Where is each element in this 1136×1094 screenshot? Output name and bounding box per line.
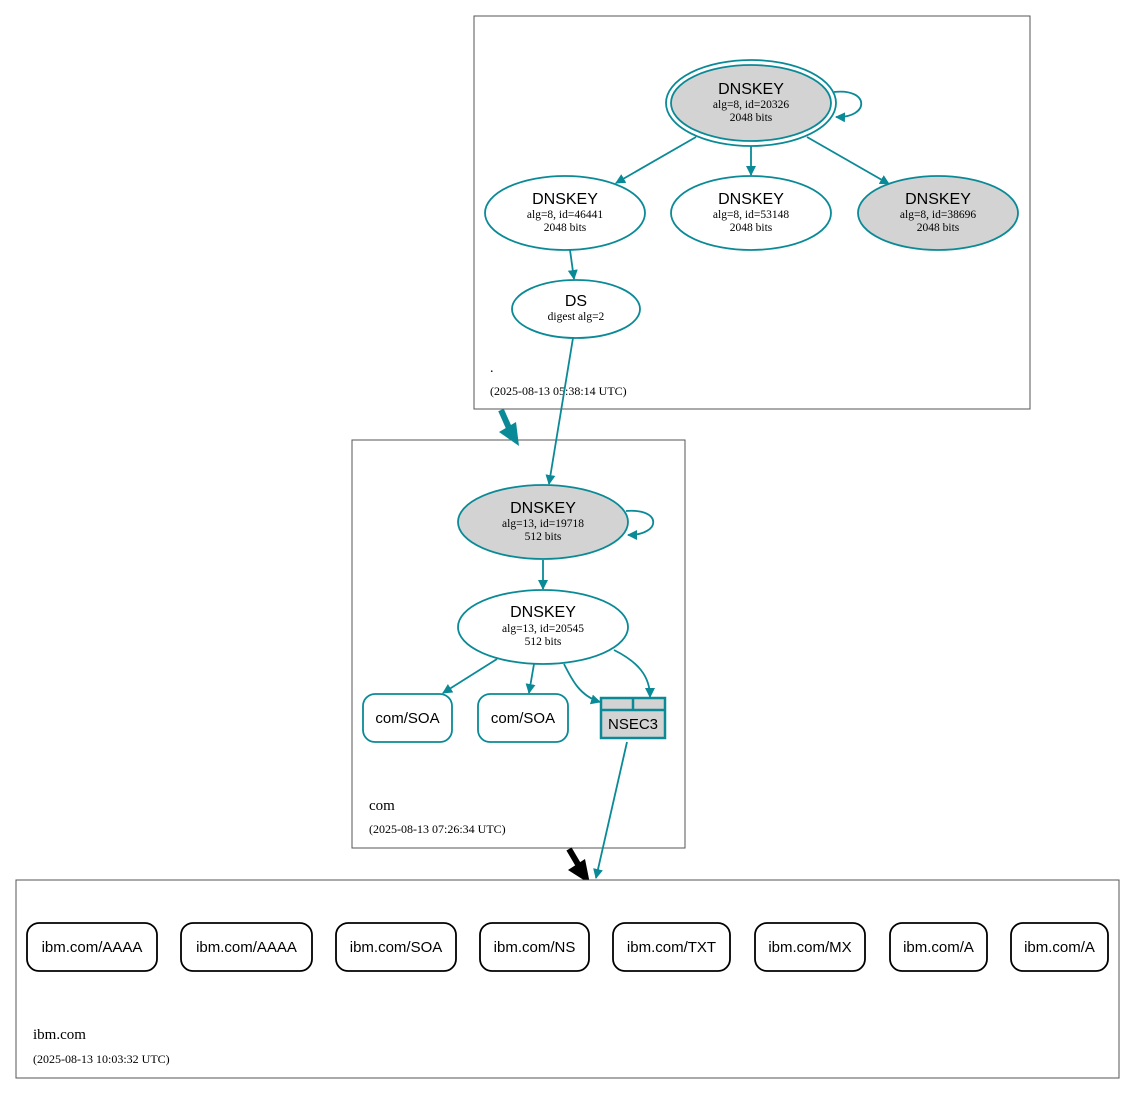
node-com-ksk[interactable]: DNSKEY alg=13, id=19718 512 bits [457, 484, 629, 560]
record-label: ibm.com/NS [494, 939, 576, 956]
self-signature-edge [833, 90, 863, 123]
record-ibm-aaaa-1[interactable]: ibm.com/AAAA [26, 922, 158, 972]
node-detail: 512 bits [525, 636, 562, 648]
node-title: DNSKEY [718, 81, 784, 98]
zone-root-name: . [490, 361, 494, 376]
signature-edge [442, 658, 498, 694]
signature-edge [615, 136, 697, 184]
zone-ibm-name: ibm.com [33, 1027, 86, 1043]
record-ibm-aaaa-2[interactable]: ibm.com/AAAA [180, 922, 313, 972]
self-signature-edge [625, 510, 655, 540]
zone-com-timestamp: (2025-08-13 07:26:34 UTC) [369, 822, 506, 836]
node-nsec3[interactable]: NSEC3 [599, 696, 667, 740]
delegation-arrow-com-ibm [566, 847, 590, 884]
zone-root-timestamp: (2025-08-13 05:38:14 UTC) [490, 384, 627, 398]
node-detail: 2048 bits [730, 222, 773, 234]
record-ibm-mx[interactable]: ibm.com/MX [754, 922, 866, 972]
node-detail: alg=8, id=20326 [713, 99, 789, 111]
node-com-zsk[interactable]: DNSKEY alg=13, id=20545 512 bits [457, 589, 629, 665]
ds-edge [545, 337, 574, 485]
record-label: ibm.com/AAAA [196, 939, 297, 956]
record-ibm-ns[interactable]: ibm.com/NS [479, 922, 590, 972]
node-detail: 512 bits [525, 531, 562, 543]
record-ibm-txt[interactable]: ibm.com/TXT [612, 922, 731, 972]
zone-com-name: com [369, 798, 395, 814]
signature-edge [563, 663, 601, 705]
node-com-soa-2[interactable]: com/SOA [477, 693, 569, 743]
node-title: DNSKEY [510, 500, 576, 517]
record-label: ibm.com/A [903, 939, 974, 956]
record-label: ibm.com/TXT [627, 939, 716, 956]
node-root-ksk[interactable]: DNSKEY alg=8, id=20326 2048 bits [665, 59, 837, 147]
record-label: ibm.com/A [1024, 939, 1095, 956]
signature-edge [806, 136, 890, 185]
record-label: ibm.com/SOA [350, 939, 443, 956]
node-detail: digest alg=2 [548, 311, 605, 323]
node-detail: alg=13, id=20545 [502, 623, 584, 635]
node-title: DNSKEY [510, 604, 576, 621]
zone-ibm-box [15, 879, 1120, 1079]
node-detail: alg=8, id=38696 [900, 209, 976, 221]
record-label: ibm.com/AAAA [42, 939, 143, 956]
node-title: DNSKEY [905, 191, 971, 208]
node-detail: 2048 bits [544, 222, 587, 234]
node-root-zsk-53148[interactable]: DNSKEY alg=8, id=53148 2048 bits [670, 175, 832, 251]
record-ibm-a-2[interactable]: ibm.com/A [1010, 922, 1109, 972]
node-title: DNSKEY [718, 191, 784, 208]
zone-ibm: ibm.com (2025-08-13 10:03:32 UTC) [15, 879, 1120, 1079]
node-detail: 2048 bits [730, 112, 773, 124]
node-title: DNSKEY [532, 191, 598, 208]
node-root-zsk-38696[interactable]: DNSKEY alg=8, id=38696 2048 bits [857, 175, 1019, 251]
zone-ibm-timestamp: (2025-08-13 10:03:32 UTC) [33, 1052, 170, 1066]
node-detail: 2048 bits [917, 222, 960, 234]
record-label: NSEC3 [608, 716, 658, 733]
record-label: com/SOA [491, 710, 555, 727]
node-detail: alg=13, id=19718 [502, 518, 584, 530]
record-label: ibm.com/MX [768, 939, 851, 956]
nsec3-edge [593, 741, 628, 879]
signature-edge [613, 649, 655, 698]
record-list: ibm.com/AAAA ibm.com/AAAA ibm.com/SOA ib… [26, 922, 1109, 972]
node-detail: alg=8, id=46441 [527, 209, 603, 221]
record-ibm-a-1[interactable]: ibm.com/A [889, 922, 988, 972]
record-label: com/SOA [375, 710, 439, 727]
record-ibm-soa[interactable]: ibm.com/SOA [335, 922, 457, 972]
signature-edge [525, 663, 536, 694]
node-root-zsk-46441[interactable]: DNSKEY alg=8, id=46441 2048 bits [484, 175, 646, 251]
node-ds[interactable]: DS digest alg=2 [511, 279, 641, 339]
delegation-arrow-root-com [498, 408, 519, 446]
node-com-soa-1[interactable]: com/SOA [362, 693, 453, 743]
node-title: DS [565, 293, 587, 310]
node-detail: alg=8, id=53148 [713, 209, 789, 221]
signature-edge [567, 249, 578, 280]
